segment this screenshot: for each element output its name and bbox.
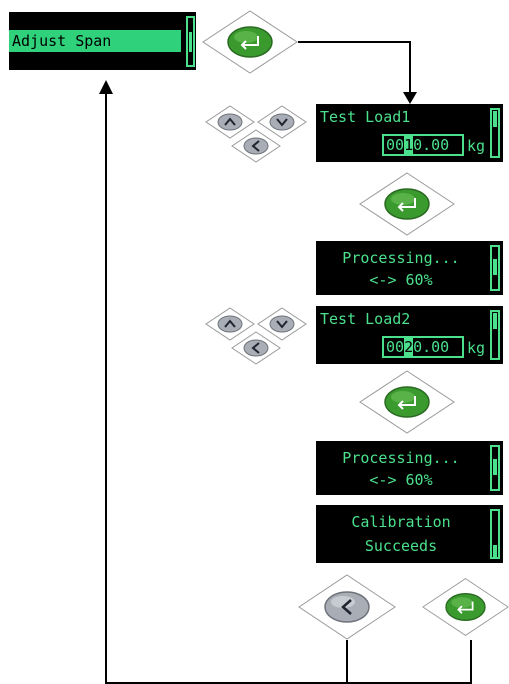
processing1-screen: Processing... <-> 60% bbox=[316, 241, 503, 295]
test-load1-screen: Test Load1 0010.00 kg bbox=[316, 104, 503, 162]
test-load1-cursor-digit: 1 bbox=[404, 136, 414, 154]
processing1-line1: Processing... bbox=[342, 249, 460, 267]
arrowhead-testload1 bbox=[403, 92, 417, 104]
test-load2-value: 0020.00 bbox=[386, 338, 450, 356]
enter-key-icon[interactable] bbox=[359, 370, 455, 434]
test-load1-title: Test Load1 bbox=[320, 108, 411, 126]
up-arrow-key-icon[interactable] bbox=[205, 307, 255, 341]
processing2-line2: <-> 60% bbox=[369, 471, 433, 489]
calibration-line1: Calibration bbox=[351, 513, 451, 531]
test-load1-value-field[interactable] bbox=[382, 134, 464, 156]
nav-keys-group-1 bbox=[205, 105, 307, 163]
calibration-line2: Succeeds bbox=[364, 537, 438, 555]
adjust-span-label: Adjust Span bbox=[12, 32, 112, 50]
adjust-span-screen: Adjust Span bbox=[9, 12, 196, 70]
left-arrow-key-icon[interactable] bbox=[231, 331, 281, 365]
test-load1-scrollbar bbox=[490, 108, 500, 158]
arrow-return-loop-enter bbox=[347, 640, 472, 684]
enter-key-icon[interactable] bbox=[202, 10, 298, 74]
test-load2-value-field[interactable] bbox=[382, 336, 464, 358]
enter-key-icon[interactable] bbox=[422, 574, 509, 640]
adjust-span-scrollbar bbox=[186, 16, 195, 67]
test-load2-screen: Test Load2 0020.00 kg bbox=[316, 306, 503, 364]
arrowhead-adjust-span bbox=[99, 80, 113, 94]
enter-key-icon[interactable] bbox=[359, 172, 455, 236]
test-load1-unit: kg bbox=[467, 137, 486, 155]
left-arrow-key-icon[interactable] bbox=[231, 129, 281, 163]
processing1-scrollbar bbox=[490, 245, 500, 291]
test-load2-scrollbar bbox=[490, 310, 500, 360]
adjust-span-highlight bbox=[9, 30, 181, 52]
arrow-return-loop bbox=[105, 86, 348, 684]
down-arrow-key-icon[interactable] bbox=[257, 307, 307, 341]
calibration-scrollbar bbox=[490, 509, 500, 559]
arrow-enter-to-testload1 bbox=[298, 41, 411, 98]
down-arrow-key-icon[interactable] bbox=[257, 105, 307, 139]
up-arrow-key-icon[interactable] bbox=[205, 105, 255, 139]
processing2-line1: Processing... bbox=[342, 449, 460, 467]
test-load2-unit: kg bbox=[467, 339, 486, 357]
processing2-scrollbar bbox=[490, 445, 500, 491]
test-load2-title: Test Load2 bbox=[320, 310, 411, 328]
calibration-screen: Calibration Succeeds bbox=[316, 505, 503, 563]
test-load1-value: 0010.00 bbox=[386, 136, 450, 154]
processing1-line2: <-> 60% bbox=[369, 271, 433, 289]
nav-keys-group-2 bbox=[205, 307, 307, 365]
left-arrow-key-icon[interactable] bbox=[298, 574, 396, 640]
processing2-screen: Processing... <-> 60% bbox=[316, 441, 503, 495]
test-load2-cursor-digit: 2 bbox=[404, 338, 414, 356]
